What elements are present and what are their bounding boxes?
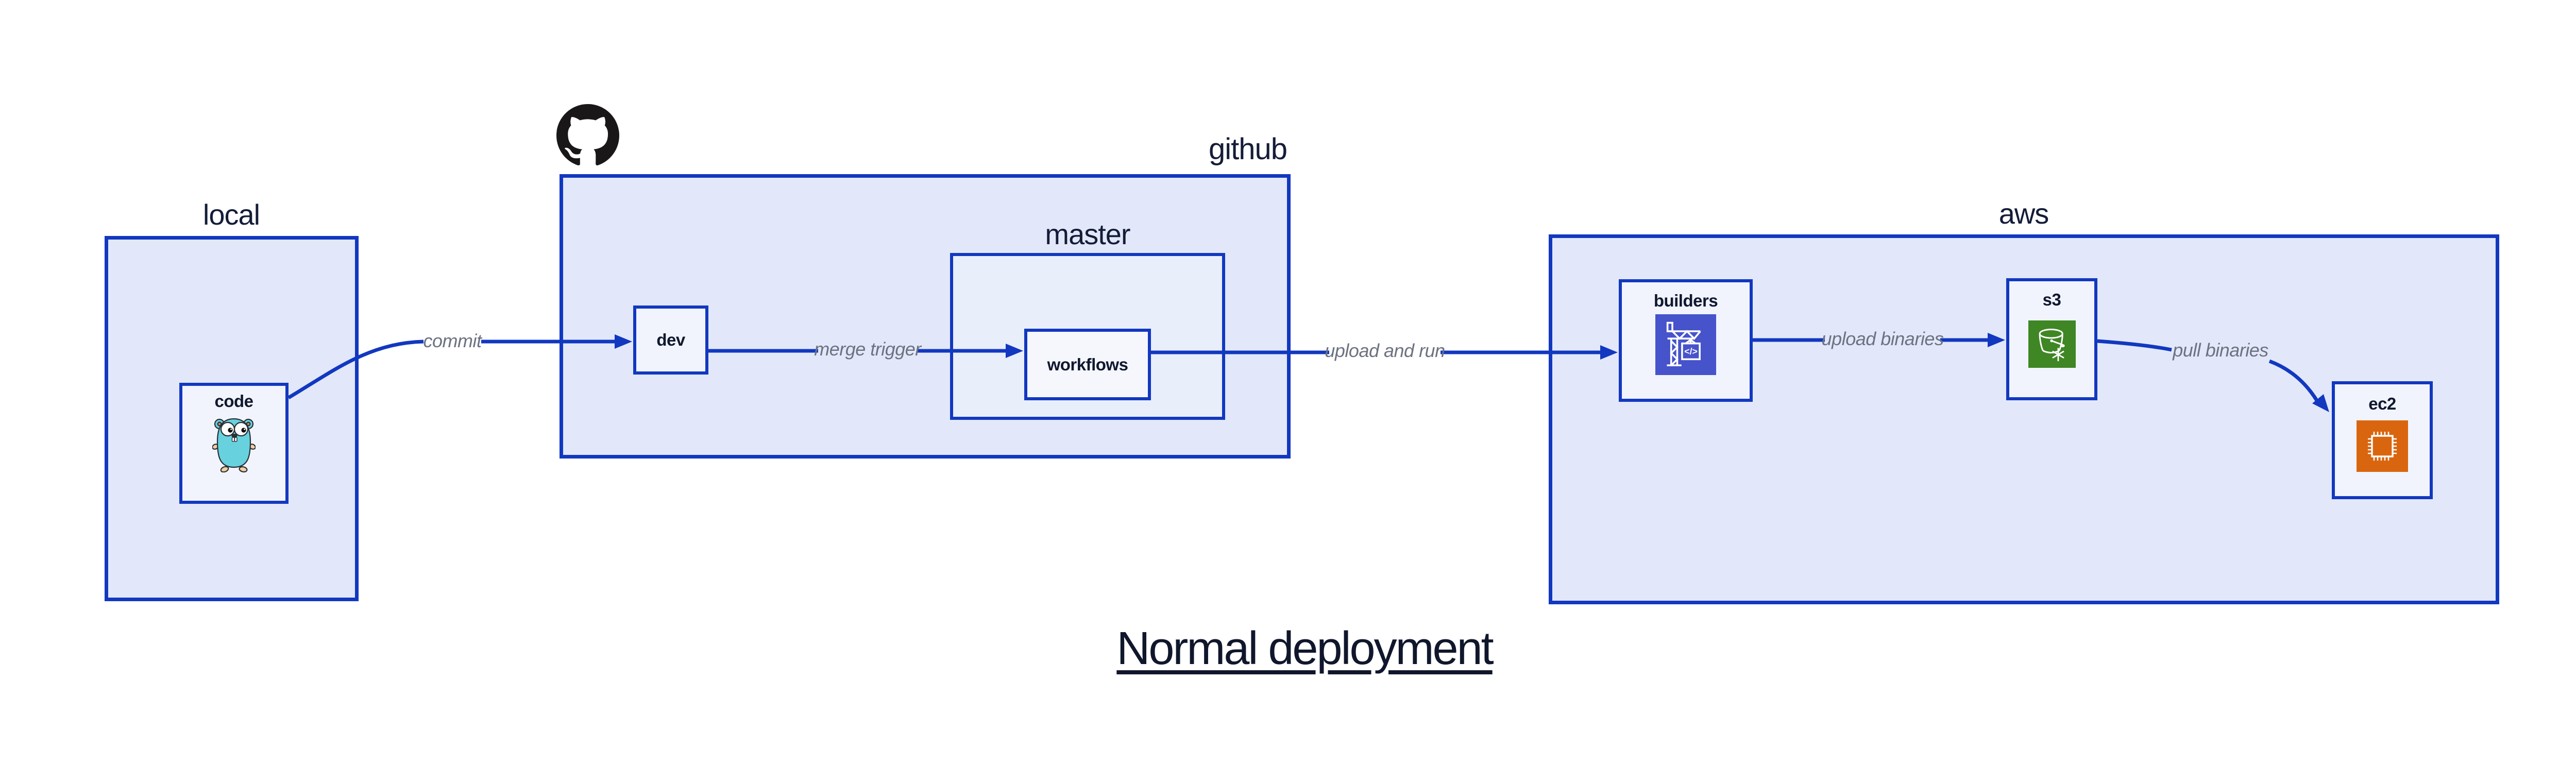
- master-label: master: [1045, 218, 1130, 250]
- node-ec2-label: ec2: [2368, 394, 2396, 413]
- s3-glacier-bucket-icon: [2028, 320, 2076, 370]
- local-label: local: [202, 198, 260, 231]
- node-builders-label: builders: [1653, 291, 1718, 310]
- go-gopher-icon: [212, 415, 256, 475]
- edge-label-pull-binaries: pull binaries: [2173, 339, 2268, 361]
- github-octocat-icon: [556, 104, 619, 169]
- node-code-label: code: [214, 392, 253, 411]
- edge-label-merge-trigger: merge trigger: [814, 338, 921, 360]
- svg-text:</>: </>: [1684, 346, 1698, 356]
- edge-label-commit: commit: [423, 330, 482, 351]
- ec2-chip-icon: [2357, 420, 2408, 474]
- node-s3: s3: [2006, 278, 2097, 400]
- codebuild-crane-icon: </>: [1655, 314, 1716, 378]
- node-workflows-label: workflows: [1047, 354, 1128, 374]
- github-label: github: [1208, 132, 1287, 166]
- node-ec2: ec2: [2332, 381, 2433, 499]
- node-dev-label: dev: [656, 330, 685, 349]
- node-workflows: workflows: [1024, 329, 1151, 400]
- edge-label-upload-and-run: upload and run: [1325, 340, 1445, 361]
- diagram-title: Normal deployment: [1116, 623, 1494, 674]
- edge-label-upload-binaries: upload binaries: [1821, 328, 1944, 349]
- node-s3-label: s3: [2042, 290, 2061, 309]
- node-code: code: [179, 383, 289, 504]
- node-builders: builders </>: [1619, 279, 1753, 402]
- aws-label: aws: [1998, 197, 2049, 230]
- node-dev: dev: [633, 305, 708, 375]
